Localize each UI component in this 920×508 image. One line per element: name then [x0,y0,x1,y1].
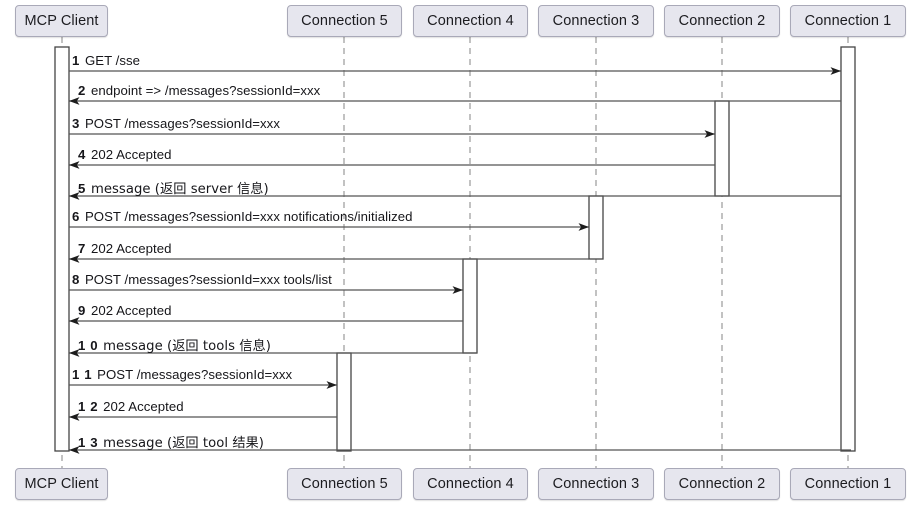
message-seq-13: 1 3 [78,435,99,450]
participant-label: Connection 5 [301,476,388,492]
message-text-7: 202 Accepted [90,241,172,256]
message-arrows-group [69,67,851,454]
message-seq-10: 1 0 [78,338,99,353]
message-label-3: 3 POST /messages?sessionId=xxx [72,116,280,131]
message-text-12: 202 Accepted [103,399,184,414]
activation-bar-conn3 [588,195,604,260]
message-label-11: 1 1 POST /messages?sessionId=xxx [72,367,292,382]
participant-box-conn3-top[interactable]: Connection 3 [538,5,654,37]
message-label-6: 6 POST /messages?sessionId=xxx notificati… [72,209,412,224]
message-label-10: 1 0 message (返回 tools 信息) [78,335,271,354]
message-text-5: message (返回 server 信息) [90,182,269,197]
participant-box-conn2-top[interactable]: Connection 2 [664,5,780,37]
message-text-2: endpoint => /messages?sessionId=xxx [90,83,321,98]
participant-box-conn1-top[interactable]: Connection 1 [790,5,906,37]
activation-bars-group [54,46,856,452]
participant-label: Connection 3 [552,476,640,492]
message-seq-12: 1 2 [78,399,99,414]
message-text-11: POST /messages?sessionId=xxx [97,367,293,382]
activation-bar-conn4 [462,258,478,354]
message-label-9: 9 202 Accepted [78,303,171,318]
participant-box-client-bottom[interactable]: MCP Client [15,468,108,500]
participant-label: Connection 5 [301,13,388,29]
participant-box-conn4-top[interactable]: Connection 4 [413,5,528,37]
message-label-5: 5 message (返回 server 信息) [78,178,269,197]
message-seq-6: 6 [72,209,80,224]
activation-bar-conn2 [714,100,730,197]
participant-box-conn2-bottom[interactable]: Connection 2 [664,468,780,500]
message-text-13: message (返回 tool 结果) [103,436,264,451]
participant-label: Connection 1 [804,13,892,29]
participant-box-conn1-bottom[interactable]: Connection 1 [790,468,906,500]
message-label-1: 1 GET /sse [72,53,140,68]
message-seq-7: 7 [78,241,86,256]
participant-box-conn3-bottom[interactable]: Connection 3 [538,468,654,500]
message-seq-11: 1 1 [72,367,93,382]
participant-label: Connection 2 [678,13,766,29]
participant-label: Connection 4 [427,476,514,492]
participant-box-client-top[interactable]: MCP Client [15,5,108,37]
activation-bar-conn1 [840,46,856,452]
message-text-9: 202 Accepted [90,303,172,318]
message-text-10: message (返回 tools 信息) [103,339,271,354]
message-label-12: 1 2 202 Accepted [78,399,184,414]
message-text-8: POST /messages?sessionId=xxx tools/list [84,272,332,287]
message-text-4: 202 Accepted [90,147,172,162]
message-label-13: 1 3 message (返回 tool 结果) [78,432,264,451]
message-seq-5: 5 [78,181,86,196]
message-text-1: GET /sse [84,53,141,68]
message-seq-9: 9 [78,303,86,318]
message-text-6: POST /messages?sessionId=xxx notificatio… [84,209,413,224]
activation-bar-client [54,46,70,452]
message-label-2: 2 endpoint => /messages?sessionId=xxx [78,83,320,98]
message-label-4: 4 202 Accepted [78,147,171,162]
message-text-3: POST /messages?sessionId=xxx [84,116,280,131]
message-seq-2: 2 [78,83,86,98]
participant-box-conn5-top[interactable]: Connection 5 [287,5,402,37]
participant-label: Connection 3 [552,13,640,29]
participant-label: MCP Client [24,476,99,492]
participant-label: Connection 2 [678,476,766,492]
activation-bar-conn5 [336,352,352,452]
participant-box-conn5-bottom[interactable]: Connection 5 [287,468,402,500]
message-seq-3: 3 [72,116,80,131]
participant-label: Connection 4 [427,13,514,29]
message-seq-4: 4 [78,147,86,162]
participant-box-conn4-bottom[interactable]: Connection 4 [413,468,528,500]
message-label-8: 8 POST /messages?sessionId=xxx tools/list [72,272,332,287]
participant-label: Connection 1 [804,476,892,492]
message-label-7: 7 202 Accepted [78,241,171,256]
participant-label: MCP Client [24,13,99,29]
message-seq-8: 8 [72,272,80,287]
message-seq-1: 1 [72,53,80,68]
